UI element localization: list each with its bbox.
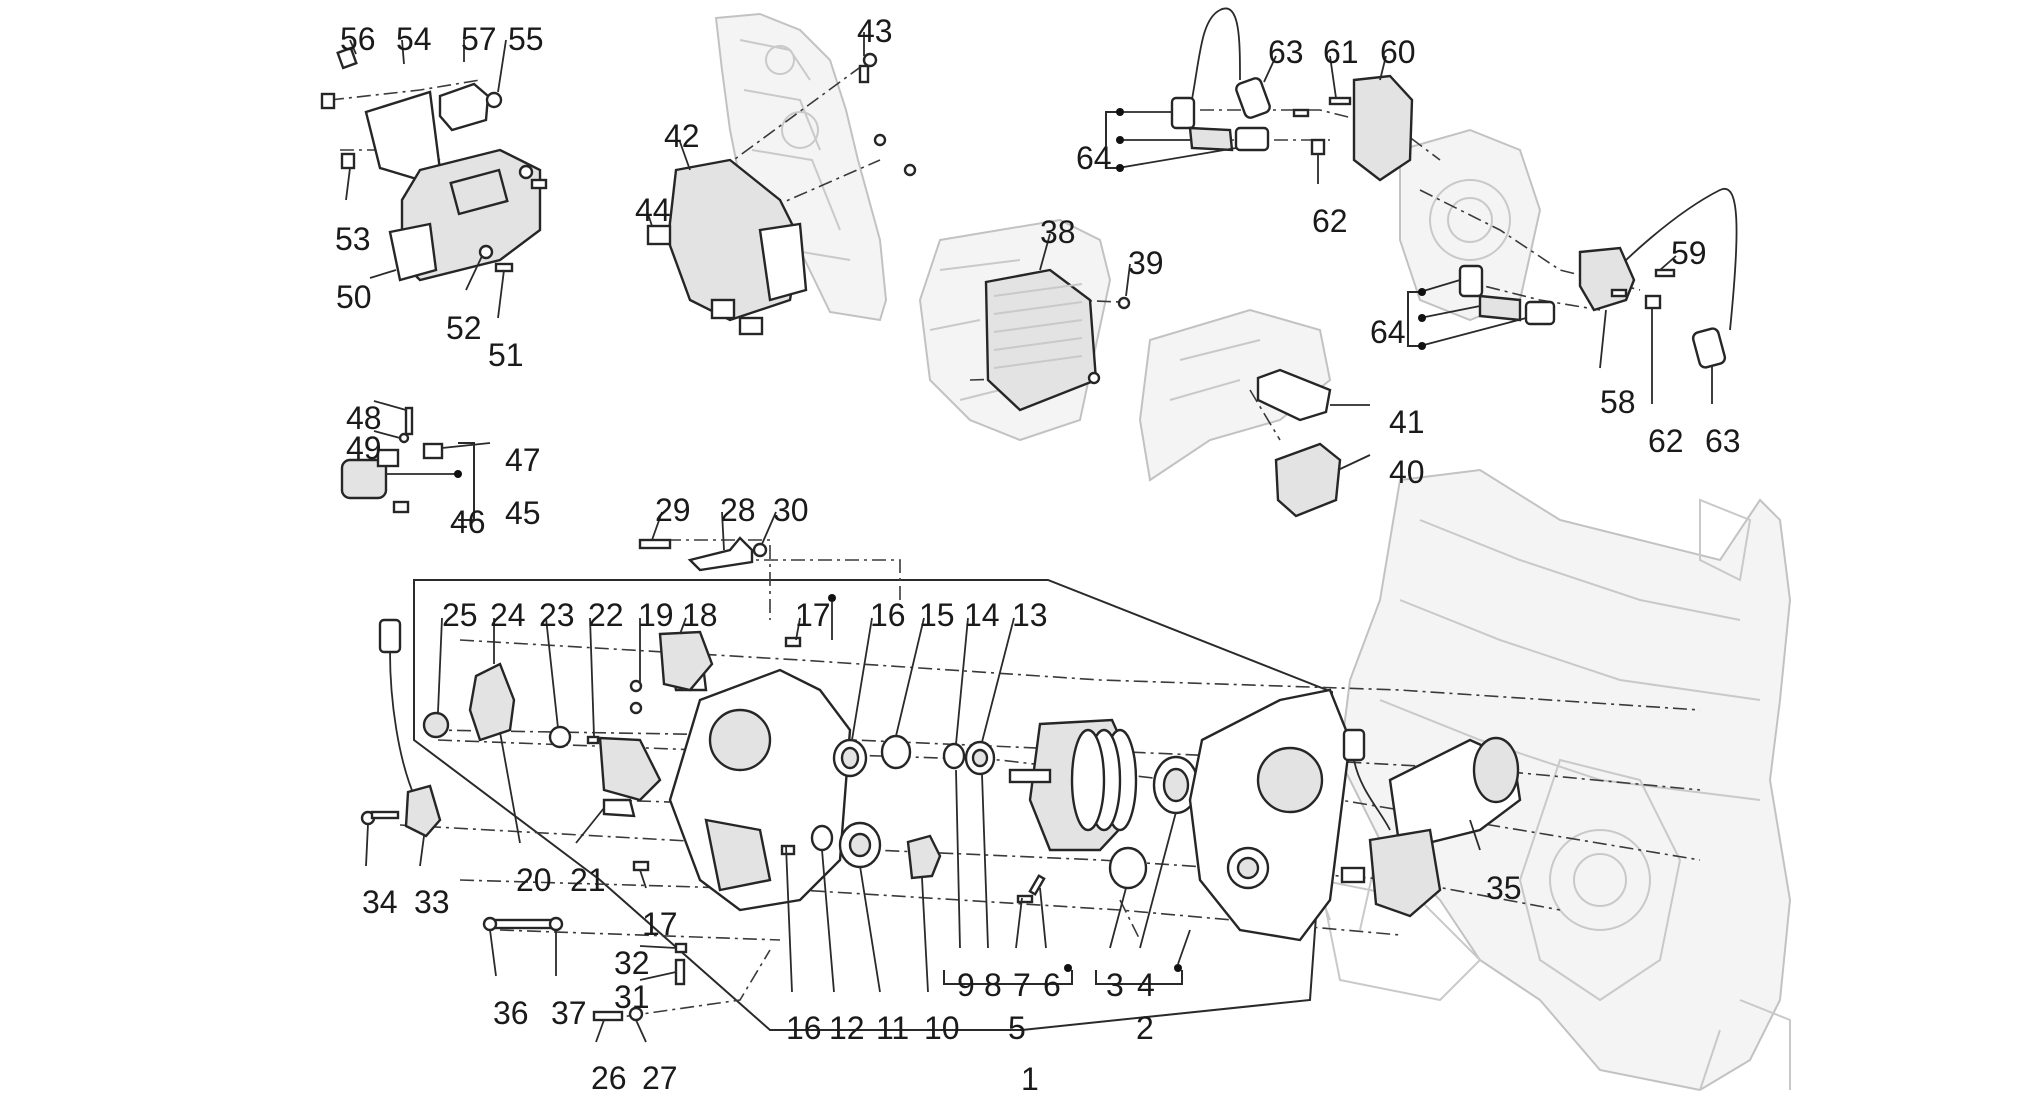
callout-label: 27 xyxy=(642,1060,678,1096)
callout-label: 54 xyxy=(396,21,432,57)
callout-label: 64 xyxy=(1076,140,1112,176)
callout-label: 21 xyxy=(570,862,606,898)
callout-label: 63 xyxy=(1268,34,1304,70)
callout-label: 64 xyxy=(1370,314,1406,350)
callout-label: 37 xyxy=(551,995,587,1031)
callout-label: 3 xyxy=(1106,967,1124,1003)
callout-label: 13 xyxy=(1012,597,1048,633)
callout-label: 12 xyxy=(829,1010,865,1046)
callout-label: 46 xyxy=(450,504,486,540)
callout-label: 29 xyxy=(655,492,691,528)
callout-label: 62 xyxy=(1312,203,1348,239)
relay-40-bracket-41 xyxy=(1256,368,1342,518)
callout-label: 50 xyxy=(336,279,372,315)
callout-label: 61 xyxy=(1323,34,1359,70)
callout-label: 33 xyxy=(414,884,450,920)
bearings-and-seals xyxy=(810,734,1200,890)
callout-label: 10 xyxy=(924,1010,960,1046)
right-cover-2 xyxy=(1188,688,1352,942)
callout-label: 59 xyxy=(1671,235,1707,271)
assembly-frame xyxy=(413,579,1334,1031)
callout-label: 56 xyxy=(340,21,376,57)
callout-label: 14 xyxy=(964,597,1000,633)
callout-label: 45 xyxy=(505,495,541,531)
callout-leaders xyxy=(345,32,1713,1043)
callout-label: 31 xyxy=(614,979,650,1015)
callout-label: 7 xyxy=(1013,967,1031,1003)
callout-label: 40 xyxy=(1389,454,1425,490)
callout-label: 9 xyxy=(957,967,975,1003)
left-cover xyxy=(360,618,852,912)
callout-label: 11 xyxy=(876,1010,909,1046)
callout-label: 53 xyxy=(335,221,371,257)
callout-label: 20 xyxy=(516,862,552,898)
callout-label: 18 xyxy=(682,597,718,633)
callout-label: 4 xyxy=(1137,967,1155,1003)
callout-label: 16 xyxy=(786,1010,822,1046)
bolts-lower-left xyxy=(482,860,688,1022)
callout-label: 55 xyxy=(508,21,544,57)
callout-label: 34 xyxy=(362,884,398,920)
callout-label: 42 xyxy=(664,118,700,154)
callout-label: 41 xyxy=(1389,404,1425,440)
callout-label: 15 xyxy=(919,597,955,633)
ecu-module-upper-left xyxy=(320,46,548,282)
callout-label: 22 xyxy=(588,597,624,633)
callout-label: 57 xyxy=(461,21,497,57)
callout-label: 2 xyxy=(1136,1010,1154,1046)
callout-label: 23 xyxy=(539,597,575,633)
callout-label: 5 xyxy=(1008,1010,1026,1046)
callout-label: 38 xyxy=(1040,214,1076,250)
callout-label: 62 xyxy=(1648,423,1684,459)
callout-label: 43 xyxy=(857,13,893,49)
sensors-upper-right xyxy=(1170,7,1738,369)
bracket-28 xyxy=(638,536,768,572)
callout-label: 26 xyxy=(591,1060,627,1096)
callout-label: 47 xyxy=(505,442,541,478)
voltage-regulator-38 xyxy=(984,268,1131,412)
callout-label: 39 xyxy=(1128,245,1164,281)
callout-label: 8 xyxy=(984,967,1002,1003)
drive-pulley-6 xyxy=(1008,718,1138,904)
callout-label: 52 xyxy=(446,310,482,346)
callout-label: 16 xyxy=(870,597,906,633)
callout-label: 51 xyxy=(488,337,524,373)
switch-group-45 xyxy=(340,406,444,514)
callout-label: 25 xyxy=(442,597,478,633)
callout-label: 58 xyxy=(1600,384,1636,420)
callout-label: 36 xyxy=(493,995,529,1031)
callout-label: 28 xyxy=(720,492,756,528)
group-brackets xyxy=(386,108,1527,985)
callout-label: 6 xyxy=(1043,967,1061,1003)
callout-label: 48 xyxy=(346,400,382,436)
starter-motor-35 xyxy=(1340,728,1522,918)
callout-label: 24 xyxy=(490,597,526,633)
callout-label: 17 xyxy=(795,597,831,633)
control-unit-42 xyxy=(646,52,917,336)
callout-label: 17 xyxy=(642,906,678,942)
callout-label: 35 xyxy=(1486,870,1522,906)
callout-label: 30 xyxy=(773,492,809,528)
callout-label: 49 xyxy=(346,430,382,466)
callout-label: 44 xyxy=(635,192,671,228)
callout-label: 32 xyxy=(614,945,650,981)
callout-label: 60 xyxy=(1380,34,1416,70)
callout-label: 1 xyxy=(1021,1061,1039,1097)
callout-label: 63 xyxy=(1705,423,1741,459)
callout-label: 19 xyxy=(638,597,674,633)
